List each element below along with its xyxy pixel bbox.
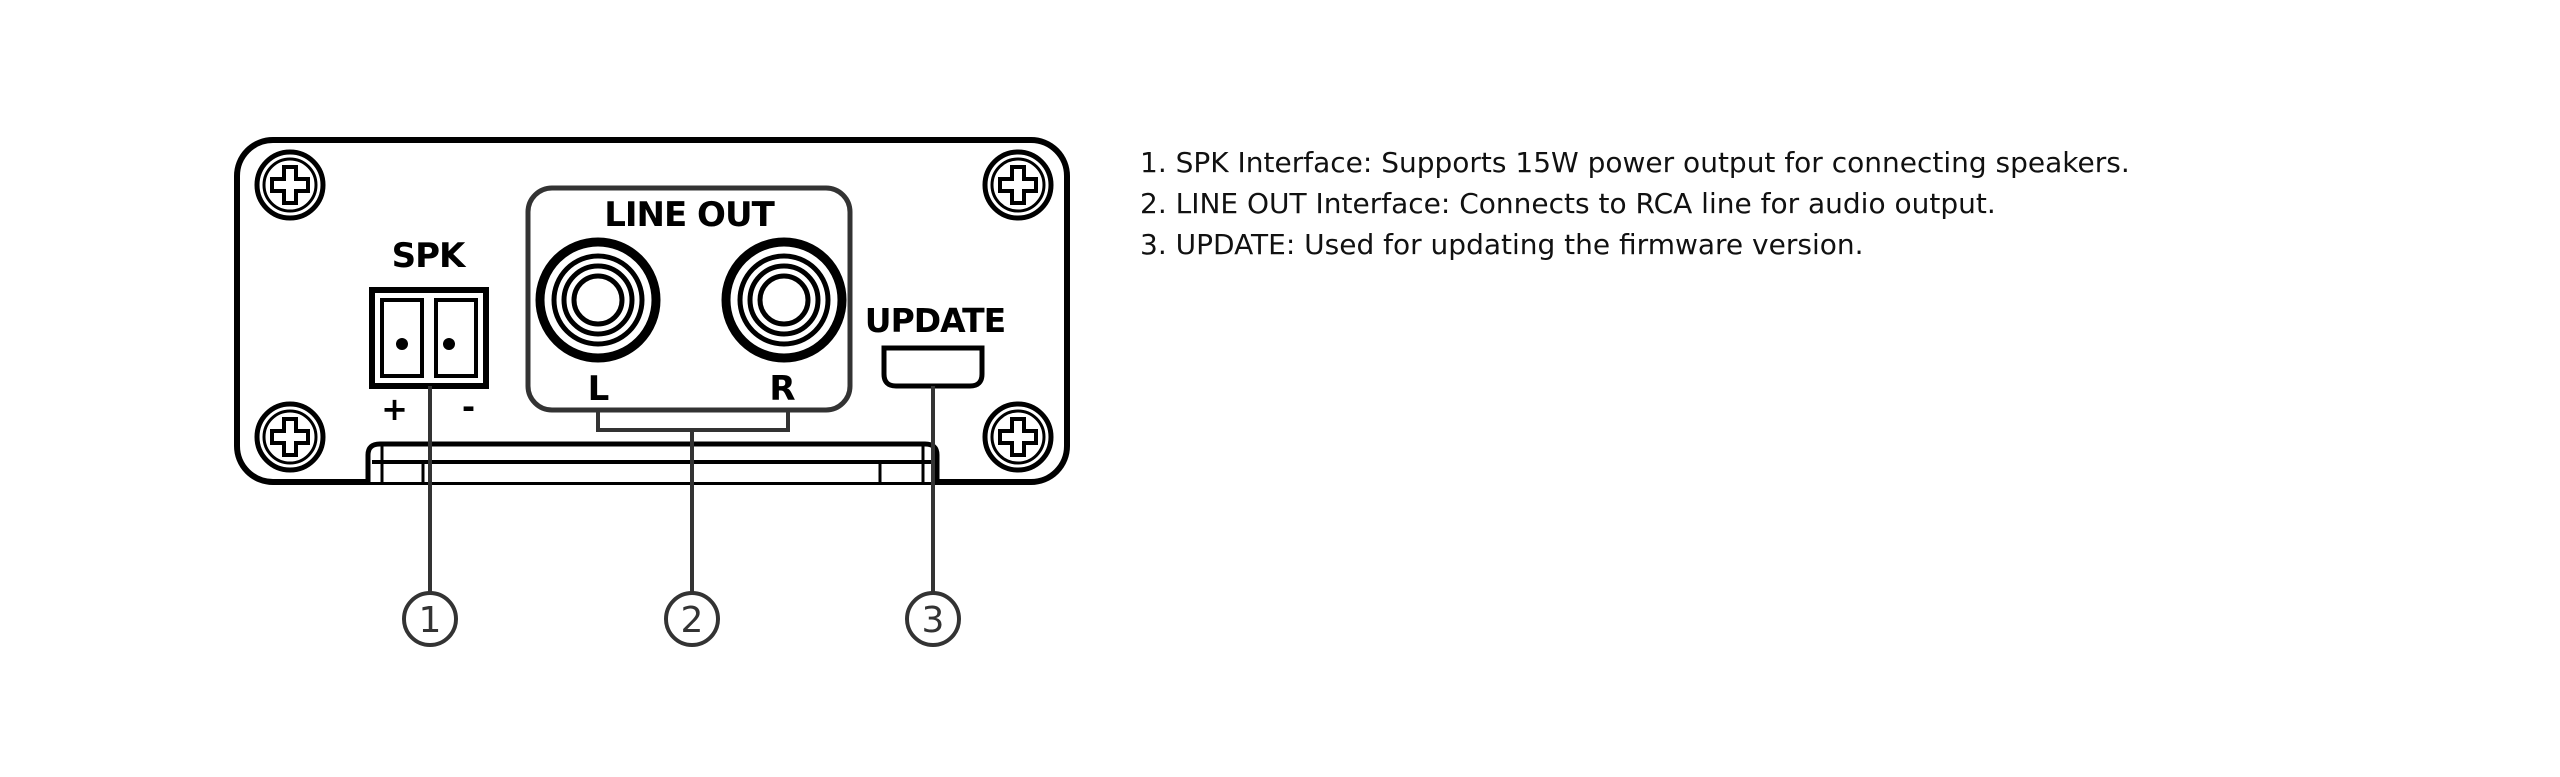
callout-2: 2 (664, 591, 720, 647)
description-line-out: 2. LINE OUT Interface: Connects to RCA l… (1140, 187, 1996, 220)
spk-minus-label: - (462, 388, 474, 426)
callout-1-number: 1 (419, 600, 442, 641)
bottom-rail (365, 441, 940, 482)
description-spk: 1. SPK Interface: Supports 15W power out… (1140, 146, 2130, 179)
rca-jack-right-icon (721, 237, 847, 363)
update-port-icon (881, 345, 985, 389)
callout-3: 3 (905, 591, 961, 647)
update-label: UPDATE (865, 301, 1005, 340)
screw-icon (254, 149, 326, 221)
port-descriptions: 1. SPK Interface: Supports 15W power out… (1140, 142, 2520, 265)
rca-jack-left-icon (535, 237, 661, 363)
rear-panel-svg: SPK + - LINE OUT L R UPDATE (234, 137, 1070, 647)
callout-3-number: 3 (922, 600, 945, 641)
callout-leaders (428, 386, 935, 593)
spk-terminal (369, 287, 489, 389)
line-out-label: LINE OUT (604, 195, 775, 235)
spk-plus-label: + (381, 390, 407, 428)
left-channel-label: L (588, 369, 609, 409)
right-channel-label: R (769, 369, 795, 409)
device-rear-panel-diagram: SPK + - LINE OUT L R UPDATE (0, 0, 1120, 777)
screw-icon (982, 149, 1054, 221)
spk-label: SPK (392, 236, 467, 276)
description-update: 3. UPDATE: Used for updating the firmwar… (1140, 228, 1864, 261)
screw-icon (254, 401, 326, 473)
screw-icon (982, 401, 1054, 473)
callout-2-number: 2 (681, 600, 704, 641)
callout-1: 1 (402, 591, 458, 647)
